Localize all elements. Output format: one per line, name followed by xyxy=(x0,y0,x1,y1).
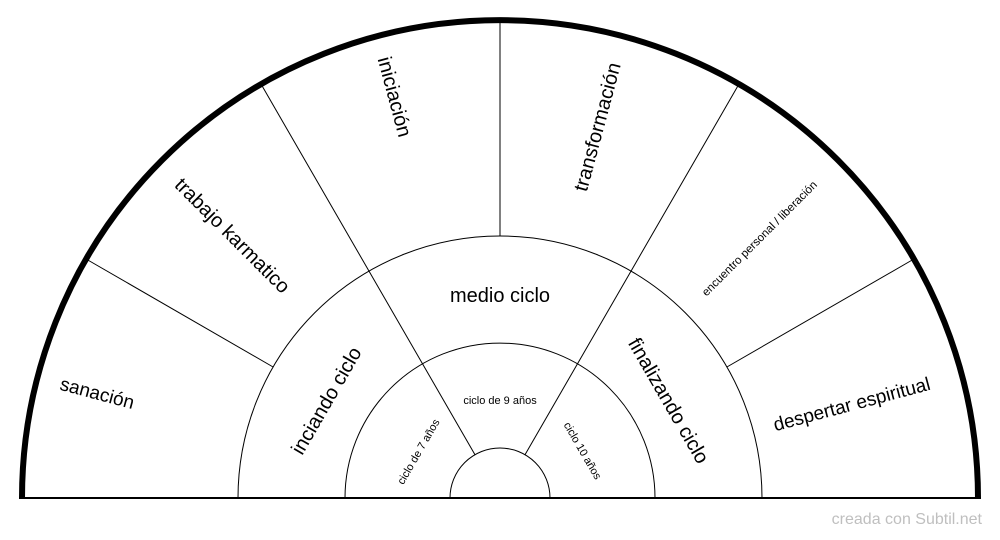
middle-ring-arc xyxy=(237,235,763,499)
middle-label-iniciando-ciclo: inciando ciclo xyxy=(287,344,366,459)
outer-label-encuentro-personal: encuentro personal / liberación xyxy=(700,179,820,299)
middle-label-medio-ciclo: medio ciclo xyxy=(450,285,550,307)
divider-line-outer xyxy=(726,259,913,368)
outer-label-iniciacion: iniciación xyxy=(373,54,416,139)
inner-ring-arc xyxy=(344,342,656,499)
outer-label-sanacion: sanación xyxy=(58,374,137,414)
chart-rings xyxy=(19,17,981,499)
inner-label-ciclo-9: ciclo de 9 años xyxy=(463,395,537,407)
outer-label-despertar-espiritual: despertar espiritual xyxy=(771,374,933,436)
center-hub-arc xyxy=(449,447,551,499)
inner-label-ciclo-7: ciclo de 7 años xyxy=(395,417,442,487)
divider-line-outer xyxy=(87,259,274,368)
inner-label-ciclo-10: ciclo 10 años xyxy=(561,420,604,482)
outer-arc xyxy=(19,17,981,499)
divider-line-long xyxy=(261,85,476,455)
outer-label-trabajo-karmatico: trabajo karmatico xyxy=(170,174,294,298)
segment-dividers xyxy=(87,22,913,455)
outer-label-transformacion: transformación xyxy=(570,60,625,193)
credit-watermark: creada con Subtil.net xyxy=(831,511,982,528)
divider-line-long xyxy=(524,85,739,455)
segment-labels: sanación trabajo karmatico iniciación tr… xyxy=(58,54,933,486)
middle-label-finalizando-ciclo: finalizando ciclo xyxy=(623,334,713,467)
